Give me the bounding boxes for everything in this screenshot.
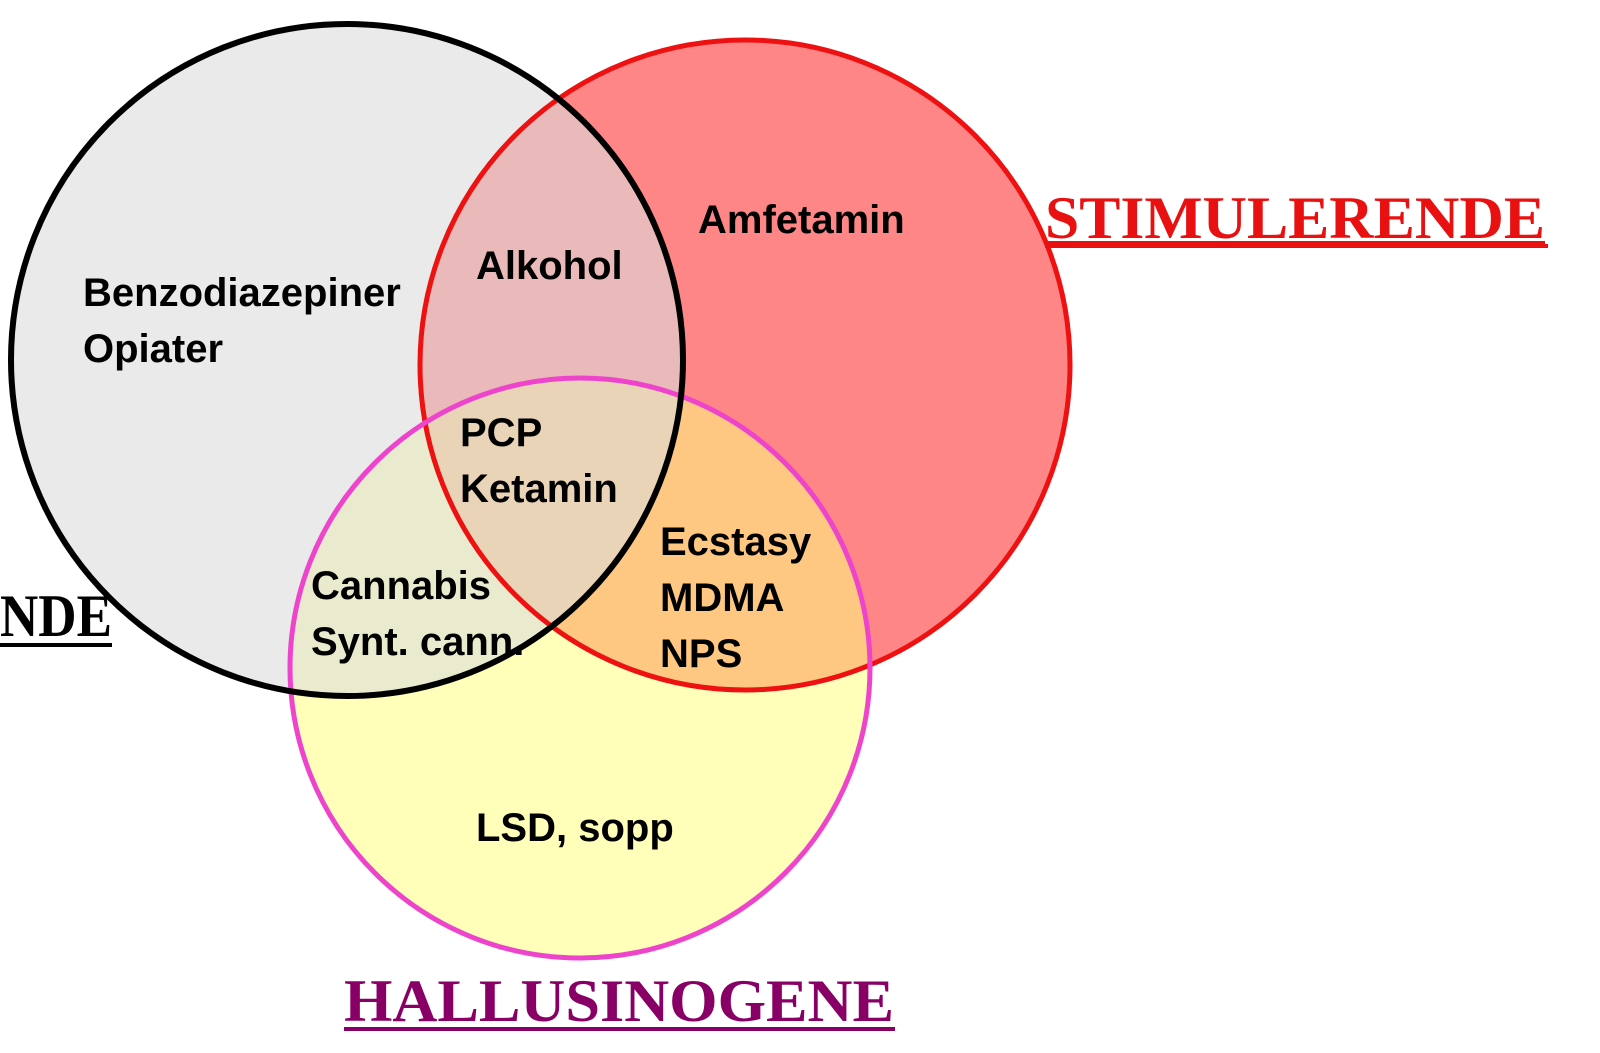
label-ecstasy: Ecstasy: [660, 520, 812, 564]
depressant-circle: [11, 24, 683, 696]
hallucinogen-circle-outline: [287, 375, 873, 961]
label-cannabis: Cannabis: [311, 564, 491, 608]
stimulant-circle-outline: [417, 37, 1073, 693]
label-benzodiazepiner: Benzodiazepiner: [83, 271, 401, 315]
label-nps: NPS: [660, 632, 742, 676]
label-mdma: MDMA: [660, 576, 784, 620]
label-synt-cann: Synt. cann.: [311, 620, 524, 664]
label-ketamin: Ketamin: [460, 467, 618, 511]
label-alkohol: Alkohol: [476, 244, 623, 288]
depressant-circle-outline: [8, 21, 686, 699]
category-title-stimulant: STIMULERENDE: [1045, 185, 1545, 251]
label-pcp: PCP: [460, 411, 542, 455]
label-opiater: Opiater: [83, 327, 223, 371]
category-title-depressant: NDE: [0, 583, 112, 649]
label-lsd-sopp: LSD, sopp: [476, 806, 674, 850]
label-amfetamin: Amfetamin: [698, 198, 905, 242]
category-title-hallucinogen: HALLUSINOGENE: [344, 968, 894, 1034]
